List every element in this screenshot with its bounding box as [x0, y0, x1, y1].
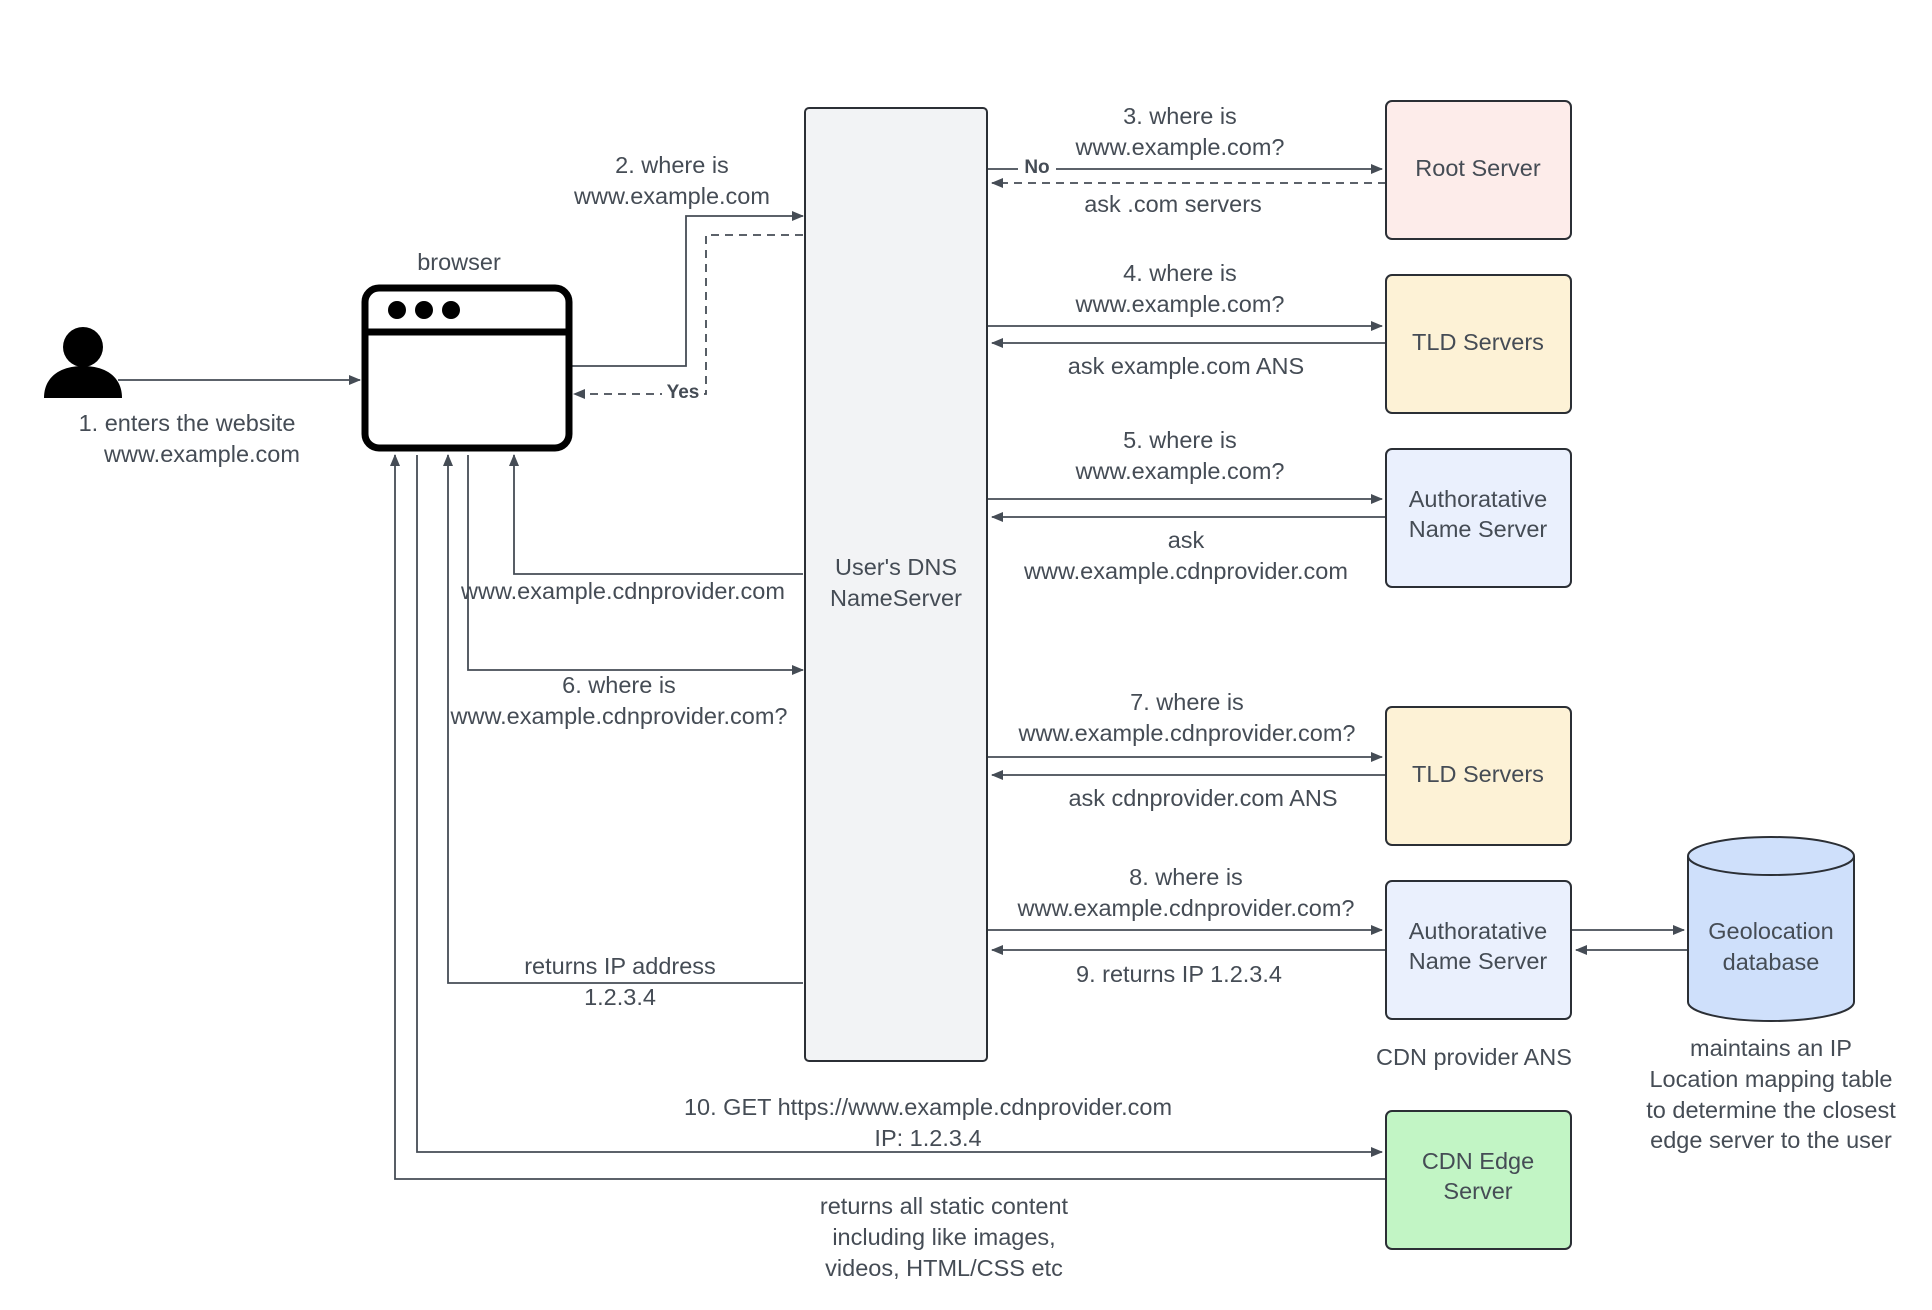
arrow-browser-to-edge — [416, 455, 1383, 1157]
yes-label: Yes — [667, 382, 700, 403]
step5-reply-line1: ask — [1168, 527, 1205, 553]
browser-window-icon[interactable] — [361, 284, 573, 452]
ip-reply-line2: 1.2.3.4 — [584, 984, 656, 1010]
ans2-caption: CDN provider ANS — [1376, 1044, 1572, 1070]
edge-label-line1: CDN Edge — [1422, 1148, 1534, 1174]
step3-label-line1: 3. where is — [1123, 103, 1237, 129]
edge-label-line2: Server — [1443, 1178, 1512, 1204]
step5-label-line2: www.example.com? — [1075, 458, 1285, 484]
ans2-label-line1: Authoratative — [1409, 918, 1547, 944]
arrow-dns-to-browser-ip — [443, 454, 803, 984]
geolocation-database-cylinder[interactable] — [1687, 836, 1855, 1022]
edge-reply-line1: returns all static content — [820, 1193, 1069, 1219]
step7-reply-label: ask cdnprovider.com ANS — [1068, 785, 1337, 811]
step5-label-line1: 5. where is — [1123, 427, 1237, 453]
step5-reply-line2: www.example.cdnprovider.com — [1023, 558, 1348, 584]
tld-servers-label-1: TLD Servers — [1412, 329, 1544, 355]
authoritative-name-server-box-1[interactable] — [1385, 448, 1572, 588]
step4-label-line1: 4. where is — [1123, 260, 1237, 286]
step7-label-line1: 7. where is — [1130, 689, 1244, 715]
dns-label-line1: User's DNS — [835, 554, 957, 580]
no-label-bg — [1018, 156, 1056, 178]
cname-reply-label: www.example.cdnprovider.com — [460, 578, 785, 604]
geo-label-line2: database — [1723, 949, 1820, 975]
edge-reply-line3: videos, HTML/CSS etc — [825, 1255, 1063, 1281]
geo-caption-line1: maintains an IP — [1690, 1035, 1852, 1061]
geo-caption-line3: to determine the closest — [1646, 1097, 1896, 1123]
step10-label-line2: IP: 1.2.3.4 — [874, 1125, 981, 1151]
ans1-label-line1: Authoratative — [1409, 486, 1547, 512]
step4-reply-label: ask example.com ANS — [1068, 353, 1304, 379]
step6-label-line2: www.example.cdnprovider.com? — [450, 703, 788, 729]
ans2-label-line2: Name Server — [1409, 948, 1548, 974]
root-server-box[interactable] — [1385, 100, 1572, 240]
user-icon — [44, 327, 122, 398]
tld-servers-box-2[interactable] — [1385, 706, 1572, 846]
step3-label-line2: www.example.com? — [1075, 134, 1285, 160]
arrow-browser-to-dns-step6 — [467, 455, 804, 675]
dns-nameserver-box[interactable] — [804, 107, 988, 1062]
ip-reply-line1: returns IP address — [524, 953, 716, 979]
geo-label-line1: Geolocation — [1708, 918, 1833, 944]
step6-label-line1: 6. where is — [562, 672, 676, 698]
tld-servers-box-1[interactable] — [1385, 274, 1572, 414]
arrow-dns-to-browser-yes — [573, 234, 803, 399]
step8-label-line2: www.example.cdnprovider.com? — [1017, 895, 1355, 921]
arrow-dns-to-browser-cname — [509, 454, 803, 575]
dns-label-line2: NameServer — [830, 585, 962, 611]
geo-caption-line2: Location mapping table — [1649, 1066, 1892, 1092]
edge-reply-line2: including like images, — [832, 1224, 1055, 1250]
ans1-label-line2: Name Server — [1409, 516, 1548, 542]
geo-caption-line4: edge server to the user — [1650, 1127, 1892, 1153]
step3-reply-label: ask .com servers — [1084, 191, 1262, 217]
cdn-edge-server-box[interactable] — [1385, 1110, 1572, 1250]
no-label: No — [1024, 157, 1049, 178]
step4-label-line2: www.example.com? — [1075, 291, 1285, 317]
step10-label-line1: 10. GET https://www.example.cdnprovider.… — [684, 1094, 1172, 1120]
yes-label-bg — [662, 381, 704, 403]
step7-label-line2: www.example.cdnprovider.com? — [1018, 720, 1356, 746]
arrow-browser-to-dns — [570, 211, 804, 367]
step2-label-line2: www.example.com — [573, 183, 770, 209]
step2-label-line1: 2. where is — [615, 152, 729, 178]
authoritative-name-server-box-2[interactable] — [1385, 880, 1572, 1020]
arrow-edge-to-browser — [390, 454, 1386, 1180]
step1-label-line2: www.example.com — [103, 441, 300, 467]
step9-label: 9. returns IP 1.2.3.4 — [1076, 961, 1282, 987]
browser-label: browser — [417, 249, 501, 275]
tld-servers-label-2: TLD Servers — [1412, 761, 1544, 787]
root-server-label: Root Server — [1415, 155, 1541, 181]
step1-label-line1: 1. enters the website — [79, 410, 296, 436]
step8-label-line1: 8. where is — [1129, 864, 1243, 890]
